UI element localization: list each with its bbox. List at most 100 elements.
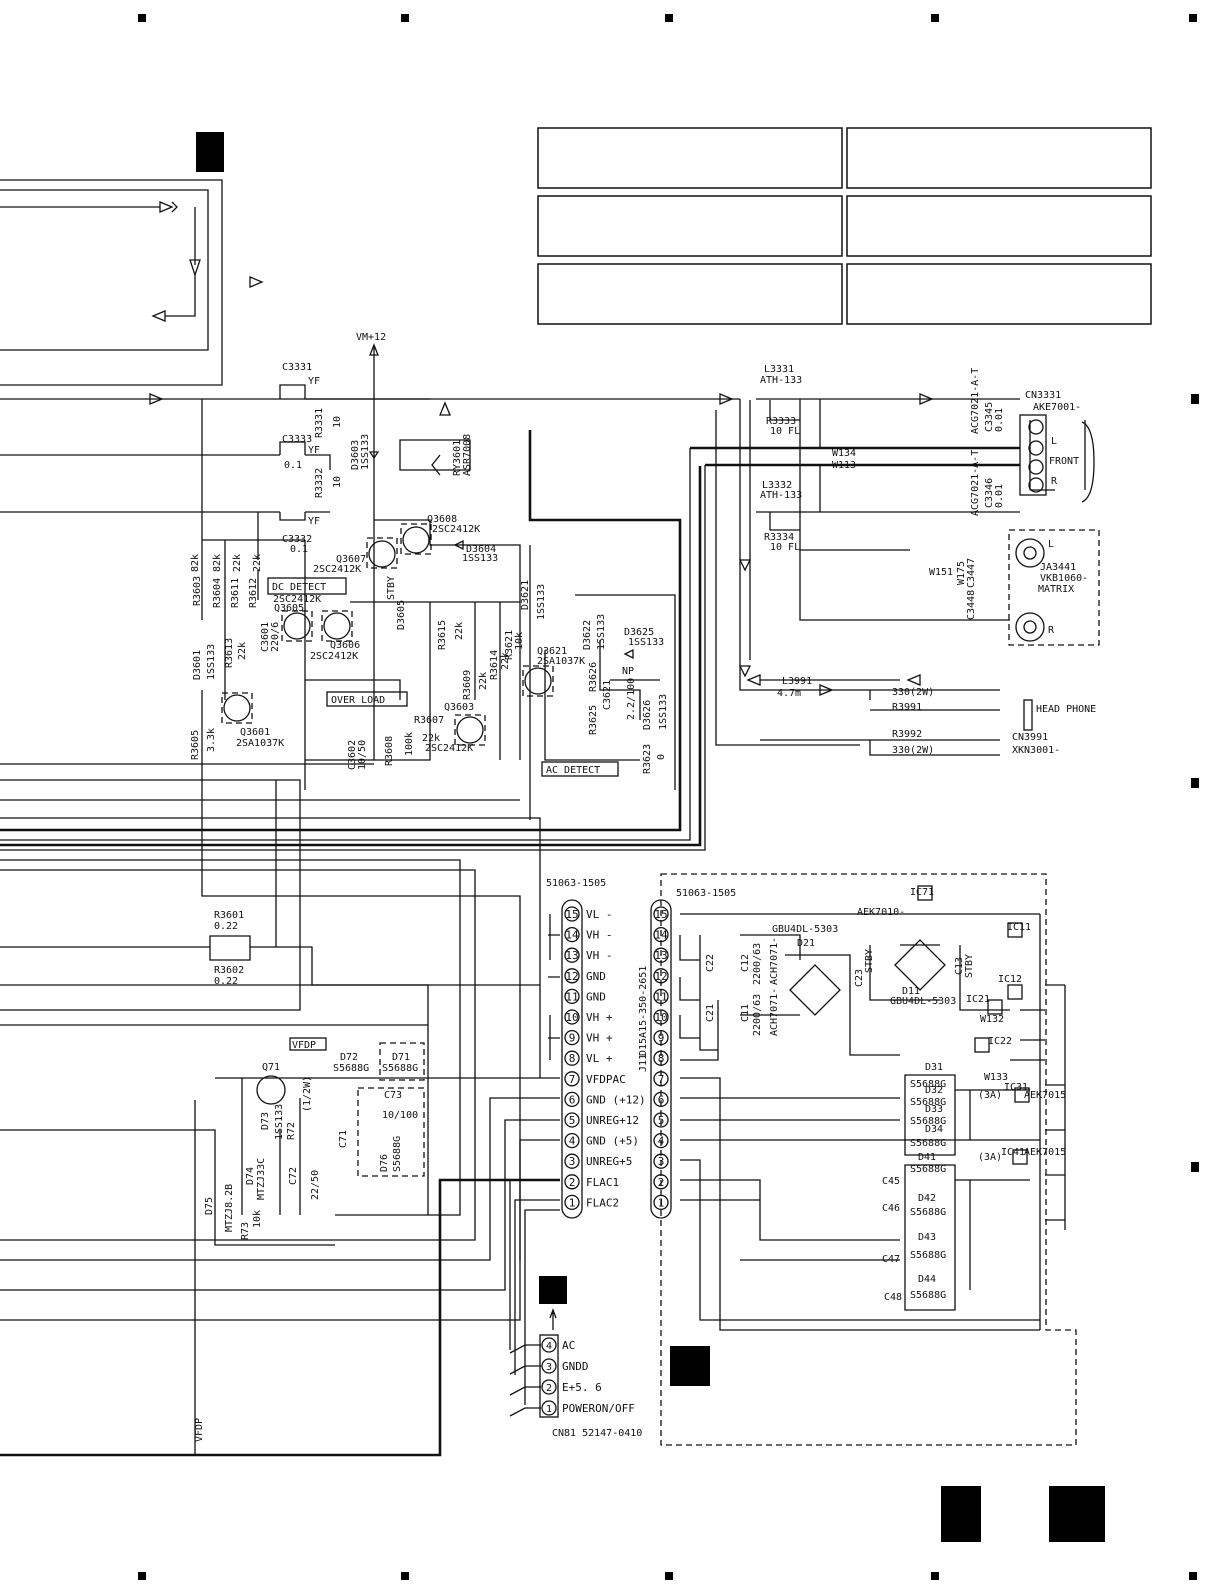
d42-part: S5688G (910, 1207, 946, 1218)
d3604-label: D3604 (466, 544, 496, 555)
d71-part: S5688G (382, 1063, 418, 1074)
j11-label: J11 (638, 1054, 649, 1072)
d75-part: MTZJ8.2B (224, 1184, 235, 1232)
cn81-pin-label: AC (562, 1339, 575, 1352)
d44-label: D44 (918, 1274, 936, 1285)
pin-number: 2 (569, 1176, 576, 1189)
cn81-pin-number: 2 (546, 1383, 552, 1394)
c13-sub: STBY (964, 954, 975, 978)
section-marker (1049, 1486, 1105, 1542)
vfdp-label-box (289, 1037, 327, 1051)
l3991-value: 4.7m (777, 688, 801, 699)
c3621-label: C3621 (602, 680, 613, 710)
r3603-value: 82k (190, 554, 201, 572)
d3622-label: D3622 (582, 620, 593, 650)
c23-label: C23 (854, 969, 865, 987)
pin-label: UNREG+12 (586, 1114, 639, 1127)
cn3331-label: CN3331 (1025, 390, 1061, 401)
cn81-pin-label: E+5. 6 (562, 1381, 602, 1394)
c3345-value: 0.01 (994, 408, 1005, 432)
d76-part: S5688G (392, 1136, 403, 1172)
dc-detect-label: DC DETECT (272, 582, 326, 593)
cn81-label: CN81 52147-0410 (552, 1428, 642, 1439)
d43-part: S5688G (910, 1250, 946, 1261)
ic31-part: AEK7015 (1024, 1090, 1066, 1101)
pin-number: 7 (569, 1073, 576, 1086)
c3602-value: 10/50 (357, 740, 368, 770)
q3608-part: 2SC2412K (432, 524, 480, 535)
c46-label: C46 (882, 1203, 900, 1214)
cn81-pin-circle (541, 1358, 557, 1374)
d21-label: D21 (797, 938, 815, 949)
c3345-label: C3345 (984, 402, 995, 432)
pin-number: 12 (565, 970, 578, 983)
c11-label: C11 (740, 1004, 751, 1022)
d3601-part: 1SS133 (206, 644, 217, 680)
cn81-wire (509, 1386, 541, 1396)
d3621-label: D3621 (520, 580, 531, 610)
cn3991-part: XKN3001- (1012, 745, 1060, 756)
pin-number: 14 (565, 929, 579, 942)
c3333-value: YF (308, 445, 320, 456)
d44-part: S5688G (910, 1290, 946, 1301)
q3605-label: Q3605 (274, 603, 304, 614)
pin-circle (564, 968, 580, 984)
section-marker (670, 1346, 710, 1386)
r3992-value: 330(2W) (892, 745, 934, 756)
matrix-l-label: L (1048, 539, 1054, 550)
d72-label: D72 (340, 1052, 358, 1063)
pin-number: 8 (569, 1052, 576, 1065)
matrix-jack-symbol (1008, 529, 1100, 646)
front-r-label: R (1051, 476, 1058, 487)
pin-number: 6 (658, 1093, 665, 1106)
pin-circle (564, 1132, 580, 1149)
pin-number: 15 (565, 908, 578, 921)
pin-label: VH - (586, 949, 613, 962)
section-marker (539, 1276, 567, 1304)
d3621-part: 1SS133 (536, 584, 547, 620)
front-l-label: L (1051, 436, 1057, 447)
r3623-label: R3623 (642, 744, 653, 774)
r3613-label: R3613 (224, 638, 235, 668)
pin-label: VL - (586, 908, 613, 921)
c3331-label: C3331 (282, 362, 312, 373)
r3331-value: 10 (332, 416, 343, 428)
cn81-pin-circle (541, 1379, 557, 1395)
pin-circle (564, 1194, 580, 1211)
r3991-label: R3991 (892, 702, 922, 713)
c3346-label: C3346 (984, 478, 995, 508)
r3333-value: 10 FL (770, 426, 800, 437)
r3334-value: 10 FL (770, 542, 800, 553)
d73-part: 1SS133 (274, 1104, 285, 1140)
ac-detect-label: AC DETECT (546, 765, 600, 776)
q3603-part: 2SC2412K (425, 743, 473, 754)
pin-label: VH + (586, 1011, 613, 1024)
cn81-pin-circle (541, 1400, 557, 1416)
pin-label: GND (586, 990, 606, 1003)
pin-label: FLAC2 (586, 1196, 619, 1209)
pin-number: 10 (565, 1011, 578, 1024)
r3604-label: R3604 (212, 578, 223, 608)
c3332-label: C3332 (282, 534, 312, 545)
d3603-label: D3603 (350, 440, 361, 470)
r3602-label: R3602 (214, 965, 244, 976)
ic41-rate: (3A) (978, 1152, 1002, 1163)
d31-part: S5688G (910, 1079, 946, 1090)
q3606-part: 2SC2412K (310, 651, 358, 662)
w113-label: W113 (832, 460, 856, 471)
ic21-label: IC21 (966, 994, 990, 1005)
ic12-label: IC12 (998, 974, 1022, 985)
pin-number: 13 (565, 949, 578, 962)
pin-number: 7 (658, 1073, 665, 1086)
pin-number: 9 (658, 1032, 665, 1045)
d3604-part: 1SS133 (462, 553, 498, 564)
d72-part: S5688G (333, 1063, 369, 1074)
d32-part: S5688G (910, 1097, 946, 1108)
c45-label: C45 (882, 1176, 900, 1187)
r3626-label: R3626 (588, 662, 599, 692)
ic41-label: IC41 (1001, 1147, 1025, 1158)
r3334-label: R3334 (764, 532, 794, 543)
r3605-value: 3.3k (206, 728, 217, 752)
front-label: FRONT (1049, 456, 1079, 467)
